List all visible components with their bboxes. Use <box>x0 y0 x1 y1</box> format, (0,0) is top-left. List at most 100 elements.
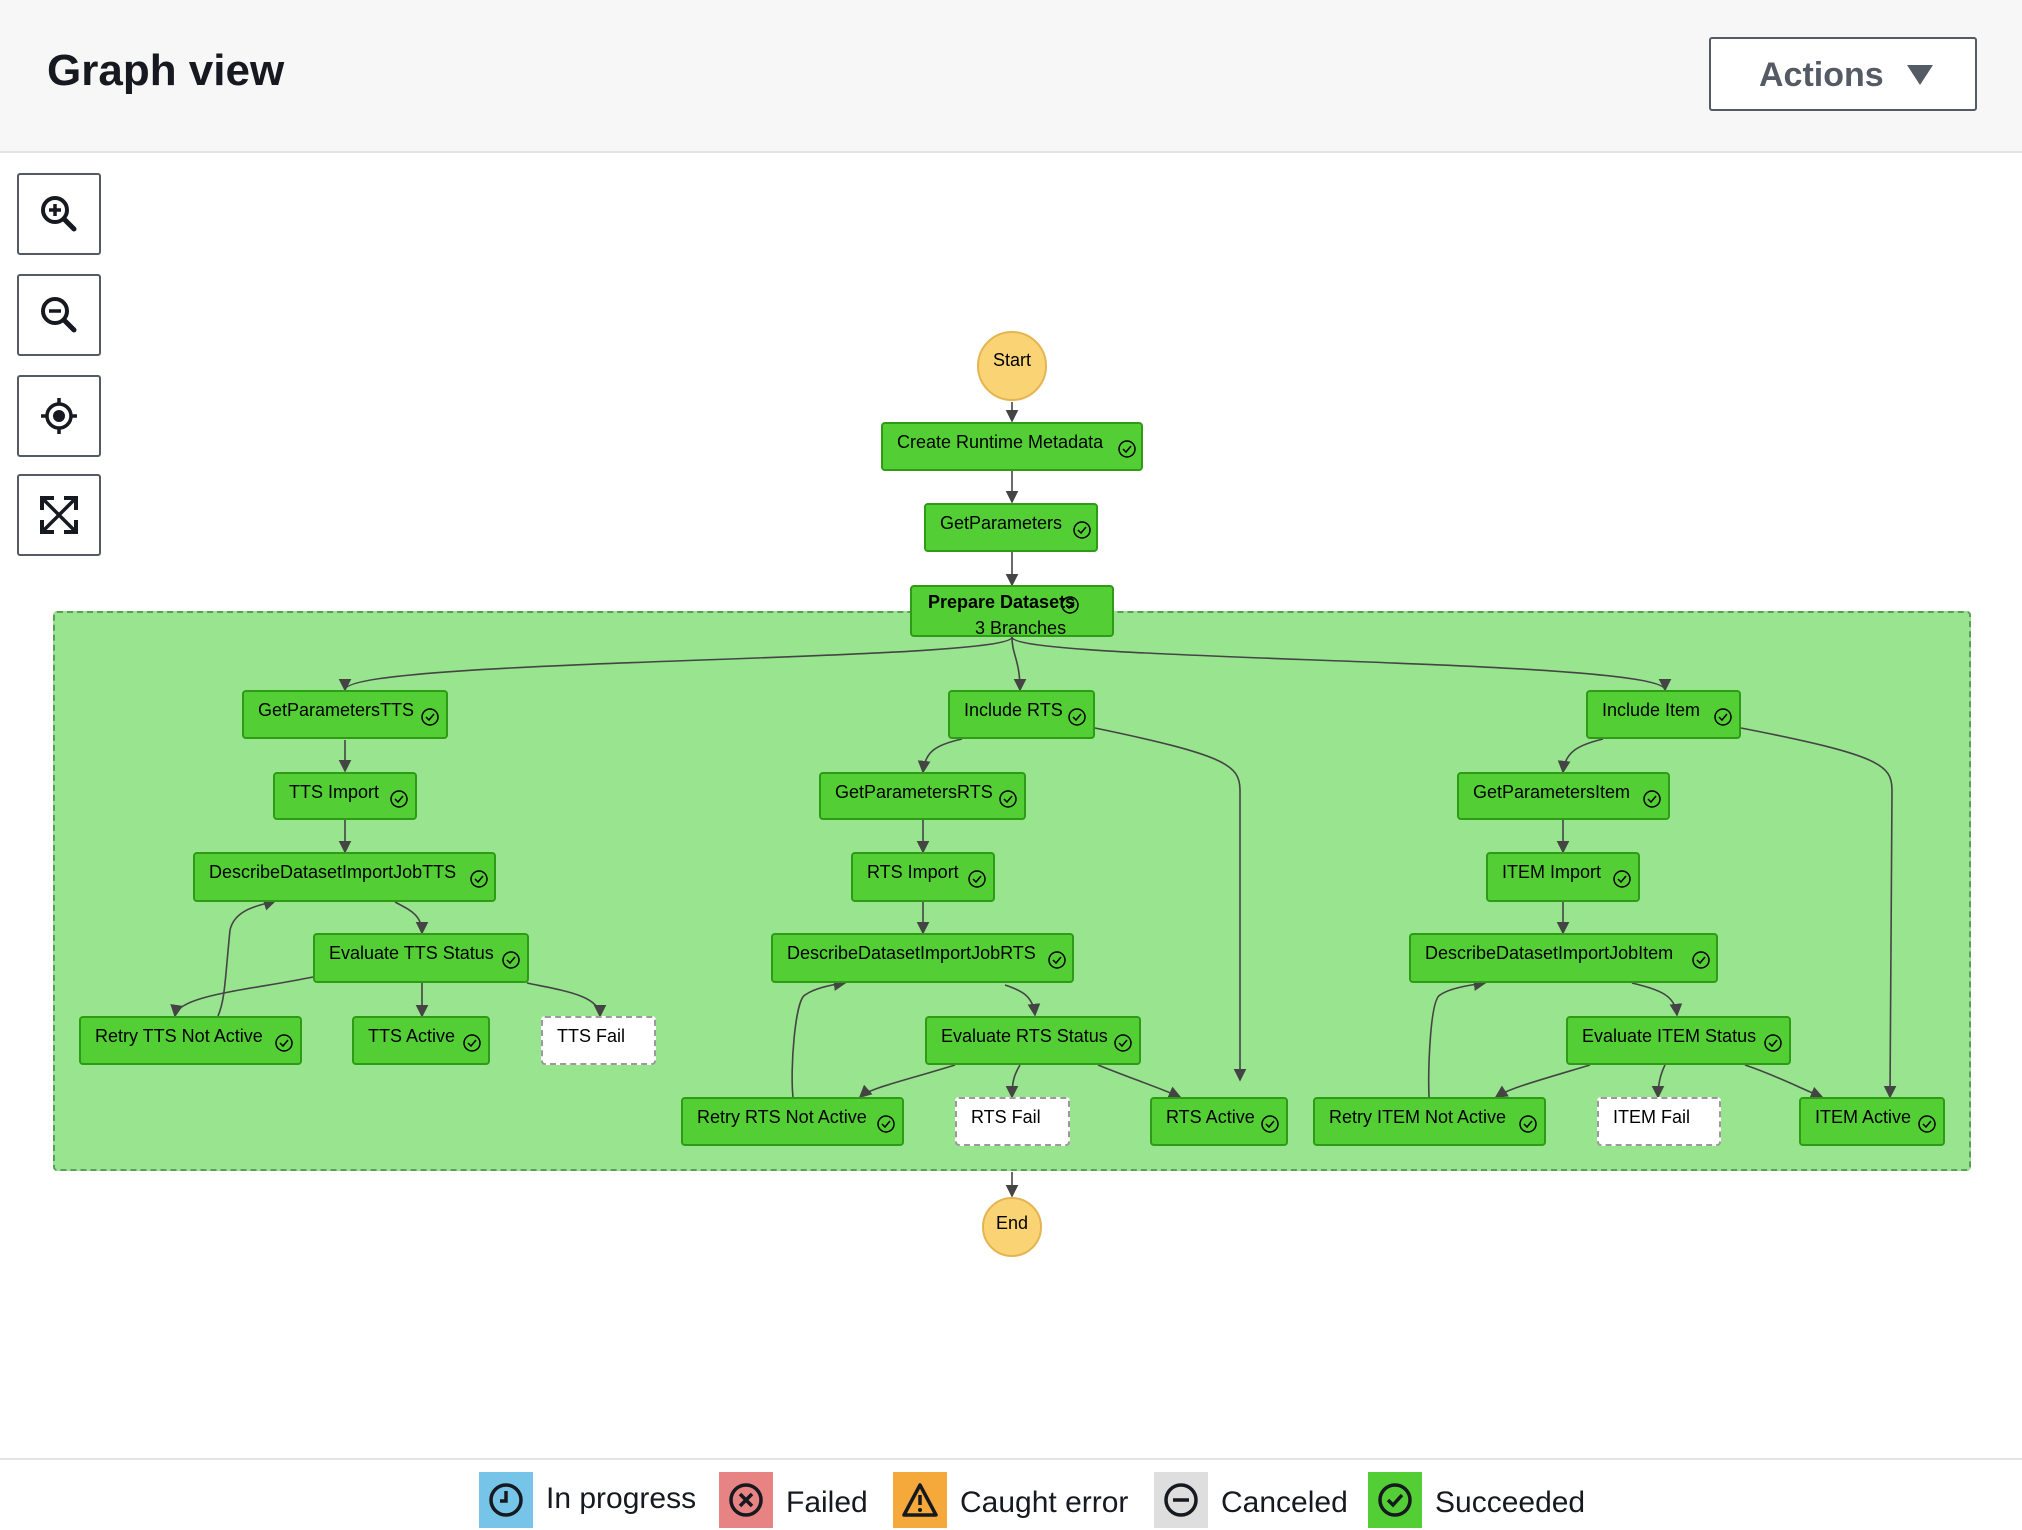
state-get-parameters[interactable]: GetParameters <box>924 503 1098 552</box>
state-label: TTS Fail <box>557 1026 626 1046</box>
caret-down-icon <box>1907 65 1933 85</box>
check-circle-icon <box>390 790 408 808</box>
state-describe-dataset-import-job-tts[interactable]: DescribeDatasetImportJobTTS <box>193 852 496 902</box>
legend-label: In progress <box>546 1482 697 1515</box>
check-circle-icon <box>1519 1115 1537 1133</box>
state-label: DescribeDatasetImportJobTTS <box>209 862 457 882</box>
warning-icon <box>902 1483 938 1517</box>
legend-label: Failed <box>786 1486 868 1519</box>
state-include-rts[interactable]: Include RTS <box>948 690 1095 739</box>
center-icon <box>41 398 77 434</box>
state-item-fail[interactable]: ITEM Fail <box>1597 1097 1721 1146</box>
state-label: Create Runtime Metadata <box>897 432 1104 452</box>
zoom-out-button[interactable] <box>17 274 101 356</box>
state-retry-rts-not-active[interactable]: Retry RTS Not Active <box>681 1097 904 1146</box>
branch-count: 3 Branches <box>975 618 1067 638</box>
status-legend: In progress Failed Caught error Canceled… <box>0 1458 2022 1530</box>
zoom-in-button[interactable] <box>17 173 101 255</box>
state-tts-import[interactable]: TTS Import <box>273 772 417 820</box>
minus-circle-icon <box>1164 1483 1198 1517</box>
x-circle-icon <box>729 1483 763 1517</box>
check-circle-icon <box>968 870 986 888</box>
state-evaluate-tts-status[interactable]: Evaluate TTS Status <box>313 933 529 983</box>
check-circle-icon <box>1378 1483 1412 1517</box>
state-label: Retry RTS Not Active <box>697 1107 867 1127</box>
state-label: DescribeDatasetImportJobRTS <box>787 943 1036 963</box>
state-label: ITEM Import <box>1502 862 1602 882</box>
clock-icon <box>489 1483 523 1517</box>
check-circle-icon <box>463 1034 481 1052</box>
start-node[interactable]: Start <box>977 331 1047 401</box>
state-tts-fail[interactable]: TTS Fail <box>541 1016 656 1065</box>
state-label: ITEM Fail <box>1613 1107 1691 1127</box>
state-label: GetParametersRTS <box>835 782 993 802</box>
state-include-item[interactable]: Include Item <box>1586 690 1741 739</box>
zoom-in-icon <box>41 196 77 232</box>
state-label: RTS Fail <box>971 1107 1041 1127</box>
actions-button[interactable]: Actions <box>1709 37 1977 111</box>
state-label: Evaluate TTS Status <box>329 943 494 963</box>
state-label: GetParametersTTS <box>258 700 415 720</box>
check-circle-icon <box>1068 708 1086 726</box>
state-label: GetParametersItem <box>1473 782 1631 802</box>
legend-label: Caught error <box>960 1486 1129 1519</box>
check-circle-icon <box>1073 521 1091 539</box>
end-node[interactable]: End <box>982 1197 1042 1257</box>
fit-icon <box>40 496 78 534</box>
state-label: Include RTS <box>964 700 1063 720</box>
check-circle-icon <box>1048 951 1066 969</box>
check-circle-icon <box>1643 790 1661 808</box>
fit-to-screen-button[interactable] <box>17 474 101 556</box>
legend-label: Succeeded <box>1435 1486 1586 1519</box>
state-get-parameters-item[interactable]: GetParametersItem <box>1457 772 1670 820</box>
check-circle-icon <box>1061 596 1079 614</box>
check-circle-icon <box>1918 1115 1936 1133</box>
check-circle-icon <box>877 1115 895 1133</box>
state-rts-fail[interactable]: RTS Fail <box>955 1097 1070 1146</box>
state-label: Retry TTS Not Active <box>95 1026 263 1046</box>
check-circle-icon <box>1692 951 1710 969</box>
check-circle-icon <box>999 790 1017 808</box>
check-circle-icon <box>1118 440 1136 458</box>
state-item-active[interactable]: ITEM Active <box>1799 1097 1945 1146</box>
state-evaluate-item-status[interactable]: Evaluate ITEM Status <box>1566 1016 1791 1065</box>
state-describe-dataset-import-job-rts[interactable]: DescribeDatasetImportJobRTS <box>771 933 1074 983</box>
check-circle-icon <box>1114 1034 1132 1052</box>
check-circle-icon <box>1613 870 1631 888</box>
state-create-runtime-metadata[interactable]: Create Runtime Metadata <box>881 422 1143 471</box>
actions-button-label: Actions <box>1759 56 1884 94</box>
check-circle-icon <box>1261 1115 1279 1133</box>
check-circle-icon <box>421 708 439 726</box>
state-prepare-datasets[interactable]: Prepare Datasets 3 Branches <box>910 585 1114 638</box>
state-label: ITEM Active <box>1815 1107 1912 1127</box>
center-graph-button[interactable] <box>17 375 101 457</box>
state-label: RTS Active <box>1166 1107 1255 1127</box>
check-circle-icon <box>275 1034 293 1052</box>
state-rts-active[interactable]: RTS Active <box>1150 1097 1288 1146</box>
state-label: Prepare Datasets <box>928 592 1076 612</box>
check-circle-icon <box>470 870 488 888</box>
state-item-import[interactable]: ITEM Import <box>1486 852 1640 902</box>
state-label: RTS Import <box>867 862 959 882</box>
state-label: TTS Import <box>289 782 380 802</box>
state-describe-dataset-import-job-item[interactable]: DescribeDatasetImportJobItem <box>1409 933 1718 983</box>
state-evaluate-rts-status[interactable]: Evaluate RTS Status <box>925 1016 1141 1065</box>
zoom-out-icon <box>41 297 77 333</box>
state-rts-import[interactable]: RTS Import <box>851 852 995 902</box>
state-retry-tts-not-active[interactable]: Retry TTS Not Active <box>79 1016 302 1065</box>
state-label: DescribeDatasetImportJobItem <box>1425 943 1674 963</box>
state-label: Evaluate ITEM Status <box>1582 1026 1757 1046</box>
state-label: GetParameters <box>940 513 1063 533</box>
check-circle-icon <box>1764 1034 1782 1052</box>
end-label: End <box>995 1213 1029 1233</box>
graph-edges <box>170 402 1897 1198</box>
state-get-parameters-tts[interactable]: GetParametersTTS <box>242 690 448 739</box>
state-get-parameters-rts[interactable]: GetParametersRTS <box>819 772 1026 820</box>
check-circle-icon <box>1714 708 1732 726</box>
state-tts-active[interactable]: TTS Active <box>352 1016 490 1065</box>
state-label: TTS Active <box>368 1026 456 1046</box>
legend-label: Canceled <box>1221 1486 1348 1519</box>
state-retry-item-not-active[interactable]: Retry ITEM Not Active <box>1313 1097 1546 1146</box>
page-header: Graph view Actions <box>0 0 2022 153</box>
state-label: Retry ITEM Not Active <box>1329 1107 1507 1127</box>
